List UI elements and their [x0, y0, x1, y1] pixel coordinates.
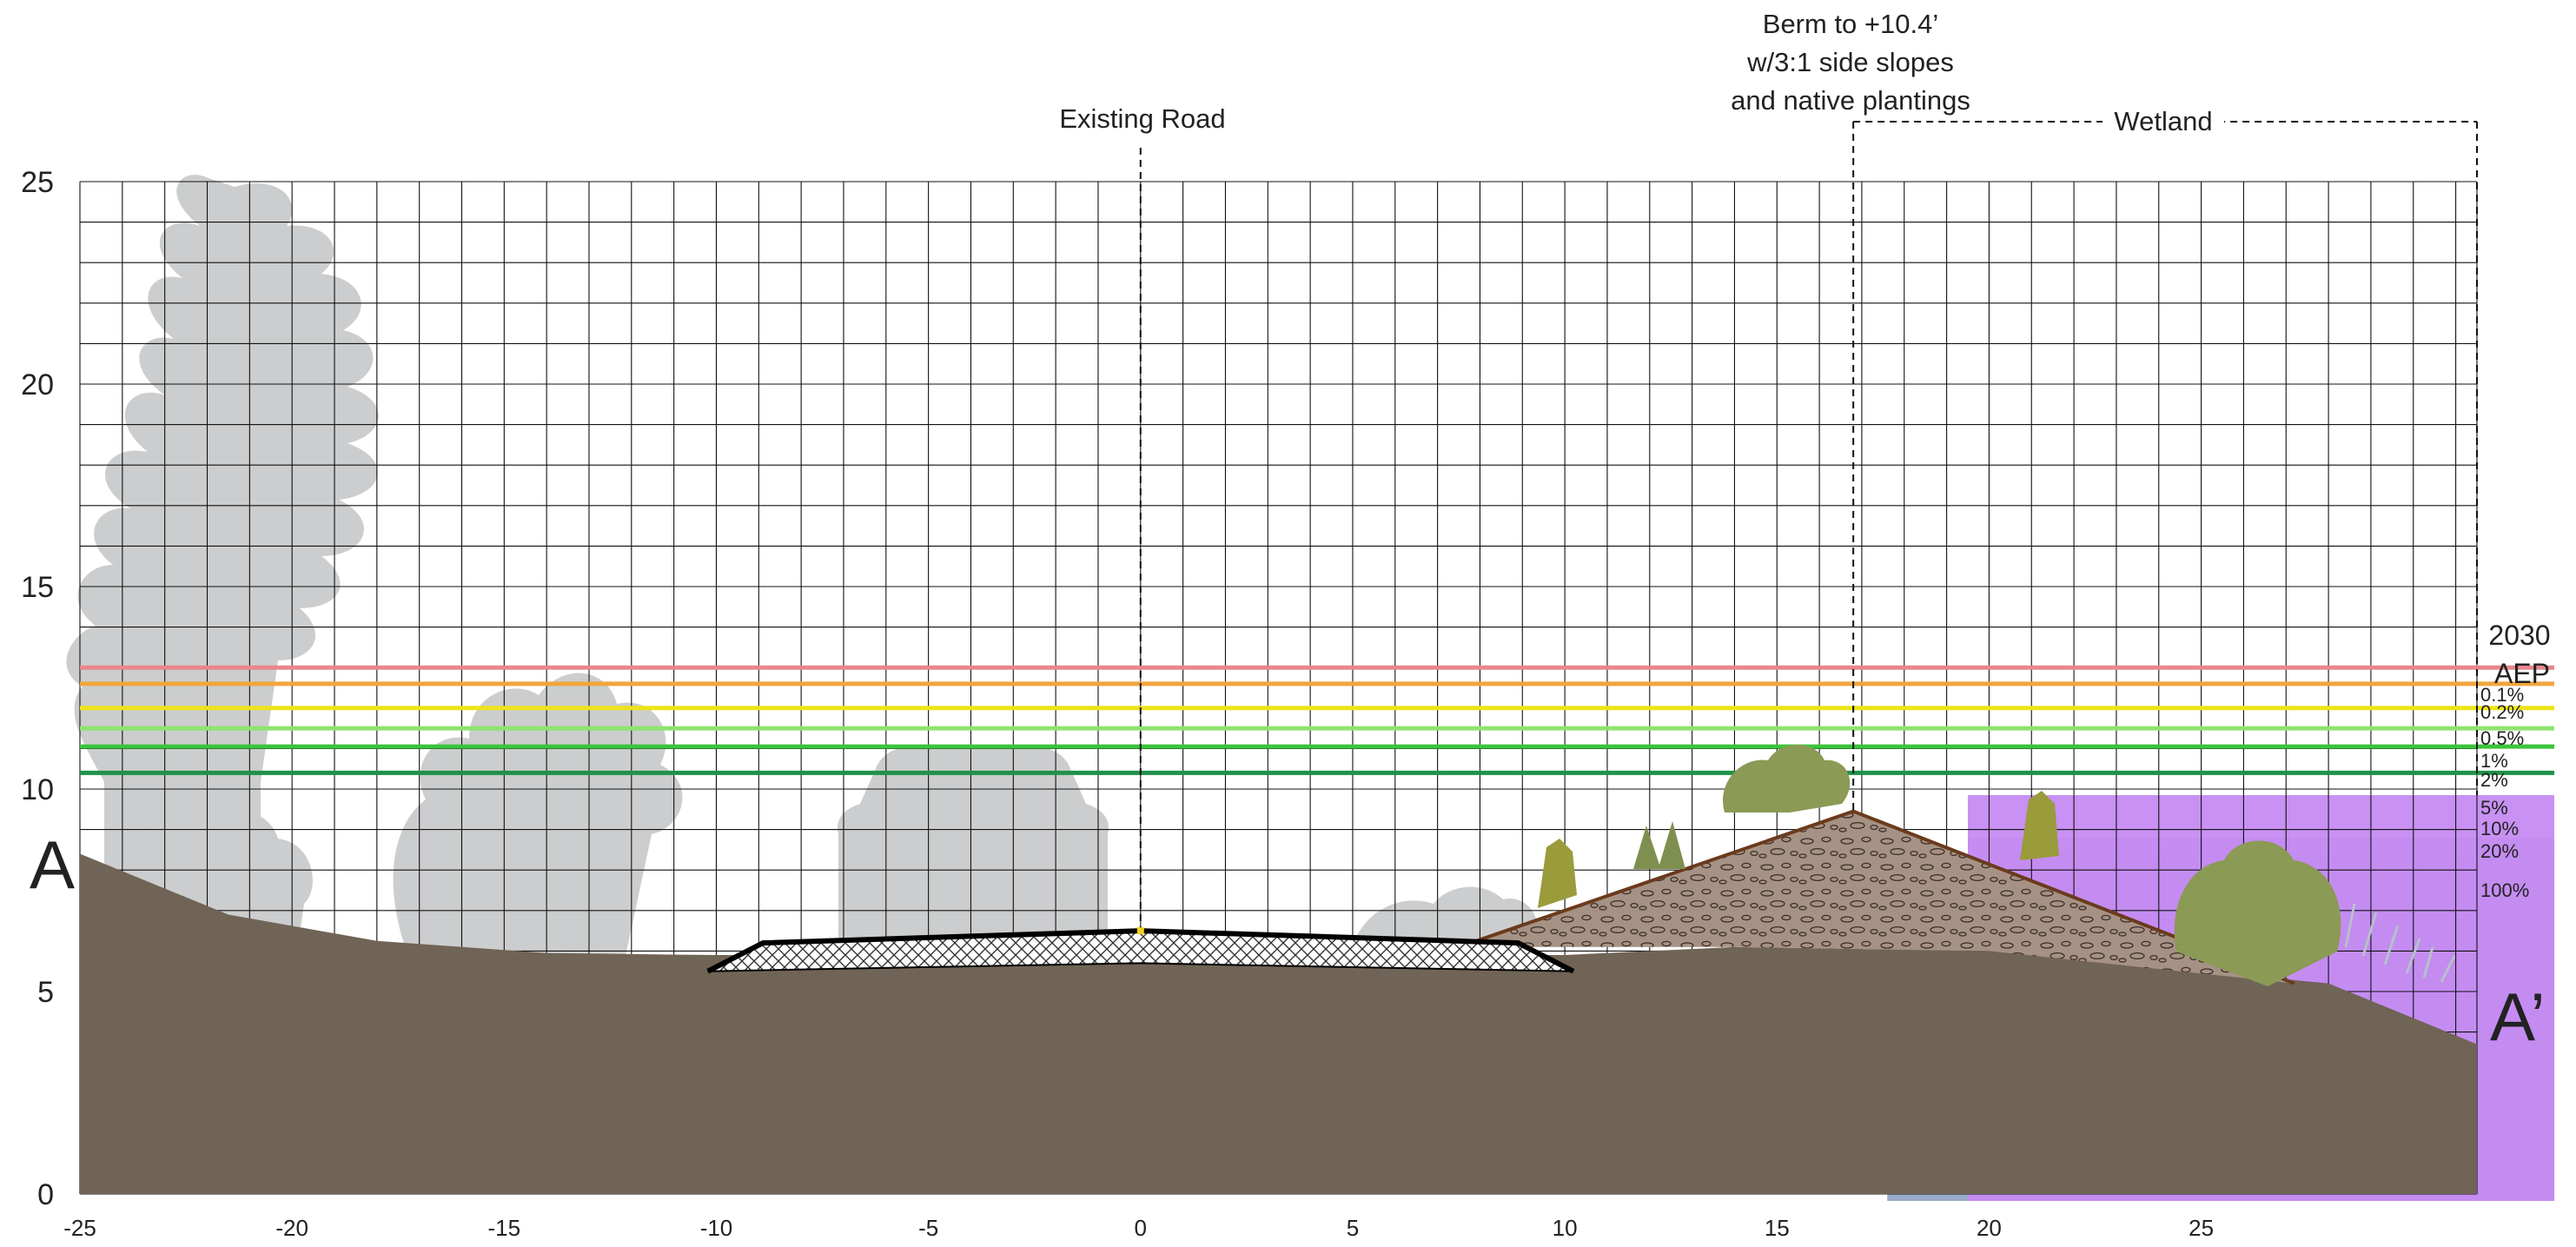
distant-shrub-silhouette	[1355, 886, 1538, 939]
y-tick-label: 5	[37, 976, 54, 1009]
x-tick-label: -25	[63, 1215, 96, 1241]
marker-lines	[1136, 121, 2478, 935]
x-tick-label: 20	[1977, 1215, 2002, 1241]
aep-band-label: 1%	[2480, 750, 2508, 772]
aep-band-labels: 0.1%0.2% 0.5%1%2% 5%10%20% 100%	[2480, 684, 2529, 901]
small-tree-silhouette	[393, 673, 683, 956]
x-tick-label: 10	[1553, 1215, 1578, 1241]
y-tick-label: 25	[21, 166, 54, 199]
x-tick-label: 5	[1347, 1215, 1359, 1241]
aep-band-label: 10%	[2480, 818, 2519, 839]
section-start-label: A	[30, 826, 75, 903]
axis-tick-labels: -25 -20 -15 -10 -5 0 5 10 15 20 25 0 5 10 15 20 25	[21, 166, 2214, 1241]
goldenrod-right	[2020, 791, 2059, 860]
y-tick-label: 20	[21, 368, 54, 401]
aep-band-label: 5%	[2480, 797, 2508, 819]
aep-band-label: 0.5%	[2480, 727, 2524, 749]
aep-title-label: AEP	[2494, 658, 2550, 689]
berm-body	[1459, 811, 2295, 984]
road-crown-marker	[1136, 927, 1144, 935]
x-tick-label: -15	[488, 1215, 521, 1241]
aep-band-label: 100%	[2480, 879, 2529, 901]
aep-band-label: 0.2%	[2480, 701, 2524, 723]
goldenrod-left	[1538, 839, 1577, 908]
existing-road-label: Existing Road	[1059, 103, 1225, 134]
section-end-label: A’	[2490, 978, 2546, 1055]
tall-tree-silhouette	[66, 175, 379, 956]
car-silhouette	[838, 746, 1109, 956]
x-tick-label: 0	[1135, 1215, 1147, 1241]
aep-band-label: 2%	[2480, 769, 2508, 791]
berm-label-line-2: w/3:1 side slopes	[1746, 47, 1954, 77]
reeds	[2344, 903, 2456, 983]
y-tick-label: 10	[21, 773, 54, 806]
x-tick-label: -20	[275, 1215, 308, 1241]
aep-band-label: 0.1%	[2480, 684, 2524, 706]
y-tick-label: 0	[37, 1178, 54, 1211]
wetland-label: Wetland	[2114, 106, 2212, 136]
grass-clump	[1633, 821, 1685, 869]
shrub-left	[1723, 744, 1851, 813]
native-plantings	[1538, 744, 2456, 986]
aep-band-label: 20%	[2480, 840, 2519, 862]
ground-profile	[80, 853, 2477, 1194]
background-silhouettes	[66, 175, 1538, 965]
aep-year-label: 2030	[2488, 620, 2550, 651]
berm-label-line-3: and native plantings	[1731, 85, 1970, 116]
x-tick-label: 15	[1765, 1215, 1790, 1241]
y-tick-label: 15	[21, 571, 54, 604]
berm-label-line-1: Berm to +10.4’	[1763, 9, 1938, 39]
x-tick-label: -10	[700, 1215, 733, 1241]
berm-outline	[1458, 809, 2295, 985]
x-tick-label: 25	[2189, 1215, 2214, 1241]
x-tick-label: -5	[918, 1215, 938, 1241]
aep-lines	[80, 665, 2554, 775]
wetland-label-mask	[2103, 106, 2224, 141]
shrub-right	[2174, 840, 2341, 986]
